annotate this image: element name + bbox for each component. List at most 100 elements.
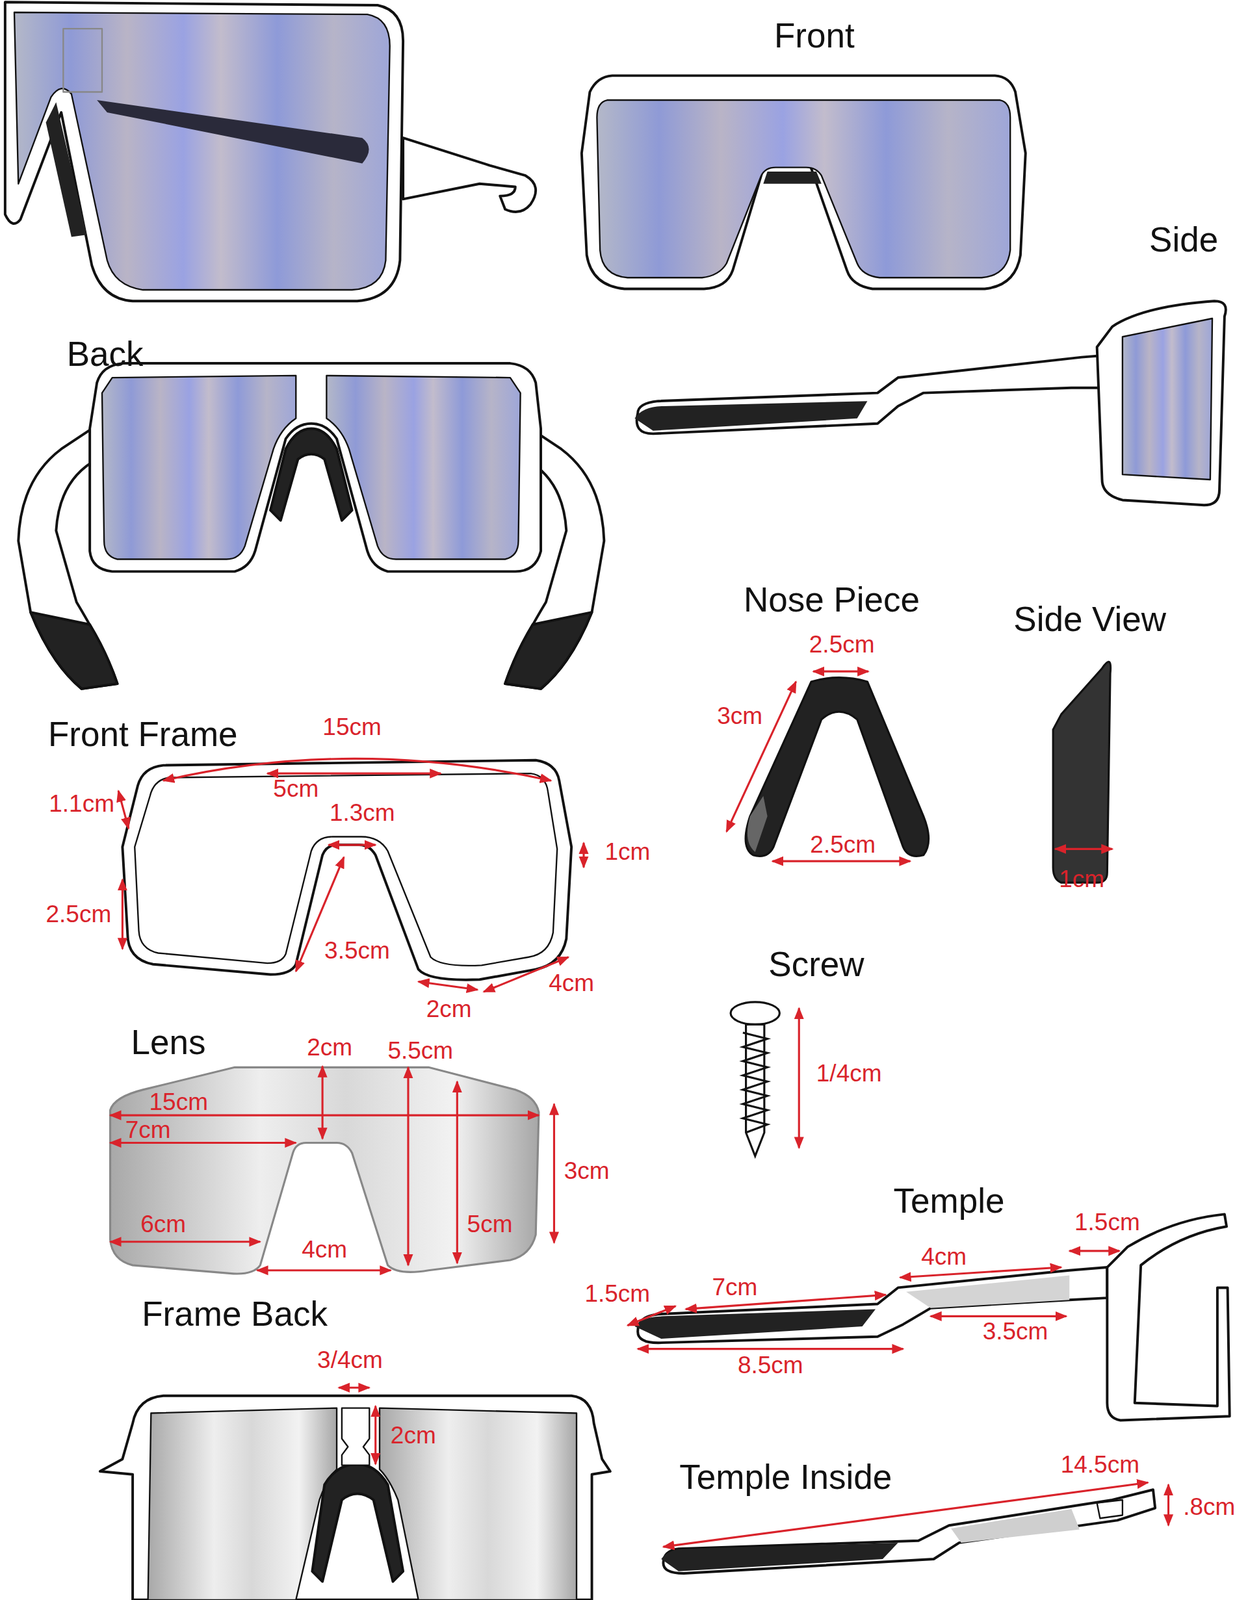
back-view [18,363,604,689]
dimension-label: 14.5cm [1060,1452,1140,1479]
dimension-label: 3cm [564,1158,610,1185]
dimension-label: 6cm [140,1211,186,1237]
drawing-part [110,1240,261,1243]
dimension-label: 2.5cm [809,632,875,658]
drawing-part [906,1275,1070,1309]
drawing-part [1069,1249,1120,1252]
dimension-label: 4cm [548,971,595,997]
dimension-label: 3/4cm [317,1347,383,1373]
drawing-part [730,1002,780,1026]
dimension-label: 7cm [711,1275,758,1301]
dimension-label: 1.5cm [584,1281,650,1307]
view-title: Temple Inside [679,1459,892,1496]
drawing-part [321,1066,324,1139]
view-title: Front [774,17,855,54]
dimension-label: 1cm [605,839,651,865]
drawing-part [637,1348,903,1351]
drawing-part [596,100,1011,278]
drawing-part [634,401,868,431]
drawing-part [341,1408,370,1466]
drawing-part [163,758,552,781]
dimension-label: 15cm [148,1089,208,1115]
temple-inside-drawing [661,1489,1156,1574]
drawing-part [418,981,478,990]
dimension-label: 2.5cm [45,901,112,927]
drawing-part [406,1067,409,1266]
dimension-label: 1cm [1058,867,1105,893]
drawing-part [270,429,353,521]
drawing-part [379,1408,577,1600]
drawing-part [134,773,558,966]
drawing-part [100,1396,611,1600]
drawing-part [96,100,369,164]
drawing-part [63,28,103,92]
drawing-part [110,1114,539,1117]
drawing-part [742,1032,768,1133]
frame-back-drawing [100,1396,611,1600]
dimension-label: 2cm [426,996,472,1022]
dimension-label: 1.5cm [1074,1209,1141,1235]
drawing-part [403,137,536,212]
dimension-label: 4cm [921,1244,967,1271]
view-title: Frame Back [141,1296,328,1333]
dimension-label: 2cm [390,1422,437,1449]
view-title: Side [1149,221,1219,259]
drawing-part [582,843,585,868]
drawing-part [1054,848,1113,851]
drawing-part [950,1509,1080,1544]
drawing-part [326,375,520,560]
drawing-part [102,375,296,560]
lens-drawing [110,1067,539,1274]
drawing-part [1097,300,1226,506]
drawing-part [747,796,768,853]
dimension-label: 3.5cm [982,1318,1049,1345]
drawing-part [374,1406,377,1465]
drawing-part [110,1067,539,1274]
drawing-part [798,1008,801,1148]
view-title: Nose Piece [743,581,920,619]
view-title: Back [66,336,144,373]
dimension-label: 3.5cm [324,938,390,964]
screw-drawing [730,1002,780,1157]
side-view [634,300,1226,506]
drawing-part [121,879,124,949]
drawing-part [1106,1214,1230,1421]
dimension-label: 5.5cm [387,1038,454,1065]
dimension-label: 1.1cm [48,791,115,818]
view-title: Side View [1013,601,1167,638]
drawing-part [763,171,821,184]
dimension-lines [110,671,1169,1547]
view-title: Lens [131,1025,207,1062]
dimension-label: 1.3cm [329,800,396,827]
front-view [581,75,1026,289]
drawing-part [5,1,403,301]
dimension-label: 1/4cm [816,1060,883,1087]
drawing-part [312,1464,403,1583]
drawing-part [148,1408,337,1600]
dimension-label: 8.5cm [737,1352,804,1378]
drawing-part [634,1309,875,1339]
drawing-part [772,860,910,863]
drawing-part [1167,1484,1170,1526]
dimension-label: 5cm [273,776,319,802]
drawing-part [553,1104,556,1244]
dimension-label: 5cm [467,1211,513,1237]
drawing-part [1122,318,1213,480]
dimension-label: .8cm [1183,1494,1235,1520]
temple-drawing [634,1214,1230,1421]
drawing-part [257,1269,392,1272]
drawing-part [930,1315,1067,1318]
drawing-part [122,760,572,981]
drawing-part [30,612,117,689]
dimension-label: 7cm [125,1118,171,1144]
drawing-part [581,75,1026,289]
drawing-part [14,12,390,290]
dimension-label: 4cm [301,1237,348,1263]
view-title: Front Frame [48,716,238,754]
drawing-part [627,1306,676,1326]
drawing-part [813,670,869,673]
dimension-label: 2.5cm [809,832,876,858]
view-title: Screw [768,946,864,983]
